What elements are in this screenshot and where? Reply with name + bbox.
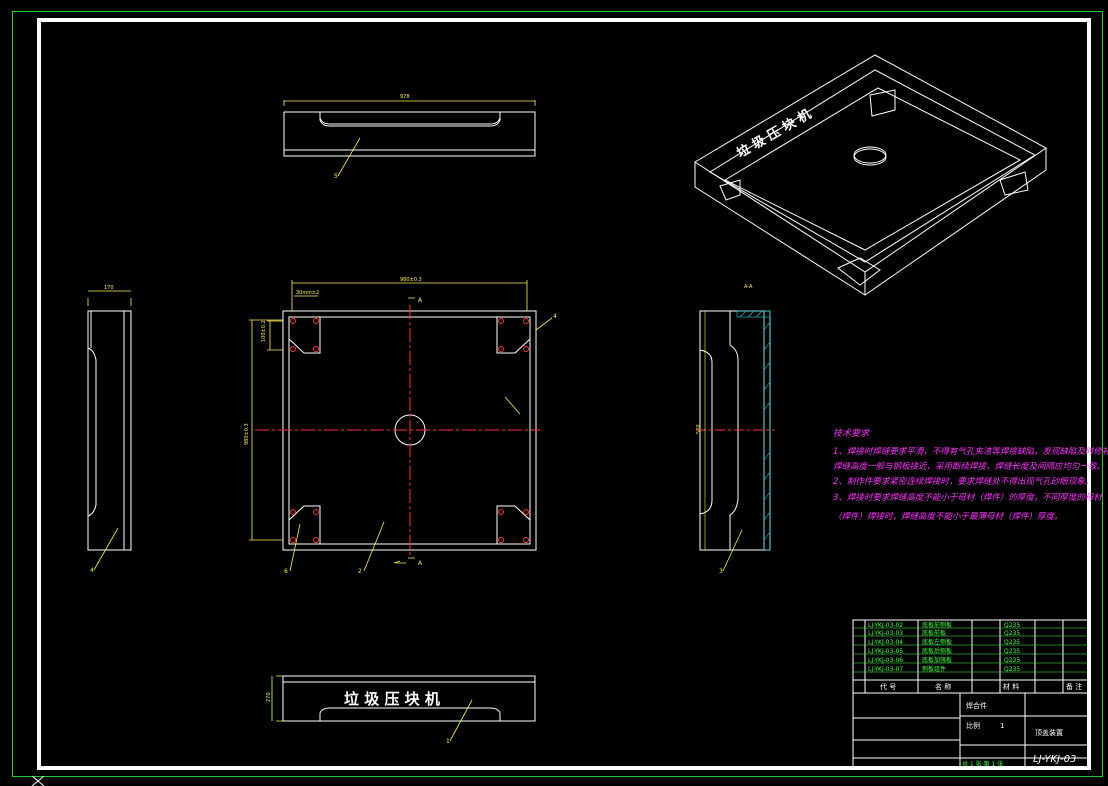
- bom-row-2-code: LJ-YKJ-03-03: [868, 630, 903, 637]
- tech-line-3: 2、制作件要求紧密连续焊接时，要求焊缝处不得出现气孔砂眼现象。: [833, 476, 1093, 487]
- section-view-height-dim: 520: [696, 424, 702, 434]
- bom-row-3-material: Q235: [1004, 639, 1020, 646]
- scale-value: 1: [1000, 722, 1004, 730]
- weld-mark: 4: [553, 313, 557, 320]
- title-block: [852, 619, 1089, 769]
- bom-row-2-name: 底板前板: [922, 629, 946, 637]
- bom-header-code: 代 号: [880, 682, 896, 691]
- front-view-small-dim: 100±0.2: [261, 320, 267, 342]
- section-view-title: A-A: [744, 284, 753, 290]
- crosshair-icon: [31, 775, 45, 786]
- front-view-width-dim: 980±0.3: [400, 277, 422, 283]
- tech-requirements-title: 技术要求: [833, 428, 870, 439]
- bom-header-remark: 备 注: [1066, 682, 1082, 691]
- part-label-6: 6: [284, 568, 288, 575]
- bom-row-1-material: Q235: [1004, 622, 1020, 629]
- left-view: [87, 290, 132, 571]
- front-view-height-dim: 980±0.3: [244, 423, 250, 445]
- bom-row-1-name: 底板前侧板: [922, 621, 952, 629]
- tech-line-2: 焊缝高度一般与钢板接近，采用断续焊接，焊缝长度及间隔应均匀一致。: [833, 461, 1105, 472]
- section-mark-bottom: A: [418, 560, 423, 567]
- bom-row-5-code: LJ-YKJ-03-06: [868, 657, 903, 664]
- top-view: [283, 100, 536, 177]
- bom-row-4-material: Q235: [1004, 648, 1020, 655]
- tech-requirements: 技术要求 1、焊接时焊缝要求平滑，不得有气孔夹渣等焊接缺陷，发现缺陷及时修补。 …: [833, 428, 1108, 522]
- sheet-info: 共 1 张 第 1 张: [962, 760, 1003, 768]
- bottom-view: [271, 675, 536, 742]
- bottom-view-height-dim: 270: [266, 692, 272, 702]
- bom-row-4-name: 底板后侧板: [922, 647, 952, 655]
- front-view-holes: [290, 318, 529, 543]
- bottom-view-embossed-text: 垃 圾 压 块 机: [344, 690, 440, 708]
- section-mark-top: A: [418, 297, 423, 304]
- bom-row-6-code: LJ-YKJ-03-07: [868, 666, 903, 673]
- bom-row-6-material: Q235: [1004, 666, 1020, 673]
- section-view: [699, 310, 771, 572]
- section-hatch: [736, 310, 771, 551]
- bom-row-5-material: Q235: [1004, 657, 1020, 664]
- bom-row-3-name: 底板左侧板: [922, 638, 952, 646]
- product-name: 顶盖装置: [1035, 728, 1063, 737]
- top-view-width-dim: 978: [400, 94, 410, 100]
- outer-frame: [12, 11, 1103, 777]
- bom-header-name: 名 称: [935, 682, 951, 691]
- tech-line-4: 3、焊接时要求焊缝高度不能小于母材（焊件）的厚度，不同厚度的母材: [833, 492, 1103, 503]
- part-label-5: 5: [334, 173, 338, 180]
- tech-line-5: （焊件）焊接时，焊缝高度不能小于最薄母材（焊件）厚度。: [833, 511, 1063, 522]
- iso-view: [694, 54, 1047, 296]
- assembly-label: 焊合件: [966, 701, 987, 710]
- bom-row-2-material: Q235: [1004, 630, 1020, 637]
- bom-grid: [853, 627, 1088, 673]
- left-view-width-dim: 170: [104, 285, 114, 291]
- bom-row-6-name: 侧板组件: [922, 665, 946, 673]
- bom-header-material: 材 料: [1003, 682, 1019, 691]
- tech-line-1: 1、焊接时焊缝要求平滑，不得有气孔夹渣等焊接缺陷，发现缺陷及时修补。: [833, 446, 1108, 457]
- drawing-border: [37, 18, 1091, 770]
- front-view-hole-dim: 30min±2: [296, 290, 319, 296]
- bom-row-1-code: LJ-YKJ-03-02: [868, 622, 903, 629]
- part-label-4: 4: [90, 567, 94, 574]
- bom-row-3-code: LJ-YKJ-03-04: [868, 639, 903, 646]
- drawing-number: LJ-YKJ-03: [1033, 754, 1076, 765]
- part-label-2: 2: [358, 568, 362, 575]
- part-label-3: 3: [719, 568, 723, 575]
- bom-row-4-code: LJ-YKJ-03-05: [868, 648, 903, 655]
- front-view-centerlines: [255, 305, 540, 555]
- bom-row-5-name: 底板加强板: [922, 656, 952, 664]
- front-view-dims: [249, 280, 553, 572]
- part-label-1: 1: [446, 738, 450, 745]
- scale-label: 比例: [966, 721, 980, 730]
